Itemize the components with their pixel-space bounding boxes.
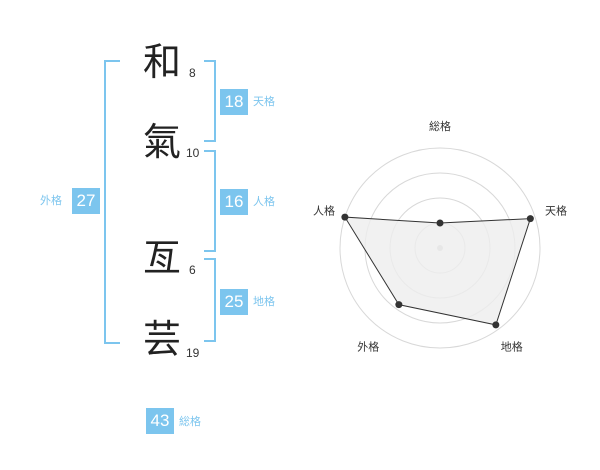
radar-point-3 — [395, 301, 403, 309]
stroke-count-2: 10 — [186, 146, 200, 160]
radar-ring-4 — [339, 147, 541, 349]
tenkaku-bracket — [204, 60, 216, 142]
gaikaku-label: 外格 — [40, 194, 62, 207]
radar-axis-label-4: 人格 — [313, 203, 335, 217]
jinkaku-bracket — [204, 150, 216, 252]
chikaku-bracket — [204, 258, 216, 342]
tenkaku-label: 天格 — [253, 95, 275, 108]
jinkaku-badge: 16 — [220, 189, 248, 215]
radar-point-0 — [436, 219, 444, 227]
stroke-count-4: 19 — [186, 346, 200, 360]
chikaku-badge: 25 — [220, 289, 248, 315]
soukaku-badge: 43 — [146, 408, 174, 434]
tenkaku-badge: 18 — [220, 89, 248, 115]
name-char-3: 亙 — [142, 236, 181, 280]
gaikaku-badge: 27 — [72, 188, 100, 214]
name-char-4: 芸 — [142, 317, 181, 361]
radar-point-4 — [341, 213, 349, 221]
soukaku-label: 総格 — [179, 415, 201, 428]
name-char-2: 氣 — [142, 120, 181, 164]
name-char-1: 和 — [142, 40, 181, 84]
stroke-count-1: 8 — [189, 66, 196, 80]
radar-point-1 — [526, 215, 534, 223]
radar-polygon — [343, 216, 532, 326]
gaikaku-bracket — [104, 60, 120, 344]
stroke-count-3: 6 — [189, 263, 196, 277]
radar-axis-label-2: 地格 — [501, 340, 523, 354]
radar-axis-label-1: 天格 — [545, 203, 567, 217]
jinkaku-label: 人格 — [253, 195, 275, 208]
radar-point-2 — [492, 321, 500, 329]
radar-axis-label-3: 外格 — [357, 340, 379, 354]
radar-axis-label-0: 総格 — [429, 119, 451, 133]
chikaku-label: 地格 — [253, 295, 275, 308]
